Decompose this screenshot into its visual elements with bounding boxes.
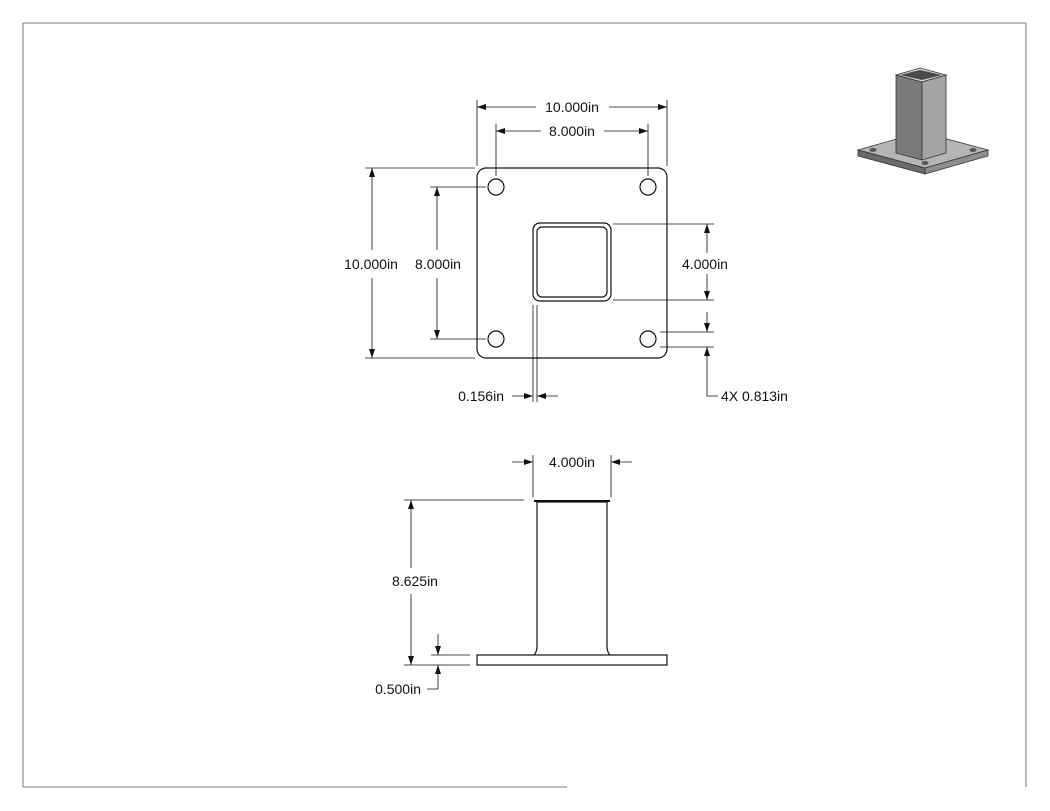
top-hole-spacing-height-label: 8.000in bbox=[415, 256, 461, 272]
side-tube-width-label: 4.000in bbox=[549, 454, 595, 470]
side-view-dimensions bbox=[404, 455, 632, 690]
side-view bbox=[476, 500, 668, 666]
top-overall-width-label: 10.000in bbox=[545, 99, 599, 115]
hole-callout-label: 4X 0.813in bbox=[721, 388, 788, 404]
top-overall-height-label: 10.000in bbox=[344, 256, 398, 272]
isometric-view bbox=[856, 67, 990, 175]
top-tube-width-label: 4.000in bbox=[682, 256, 728, 272]
wall-thickness-label: 0.156in bbox=[458, 388, 504, 404]
side-overall-height-label: 8.625in bbox=[392, 573, 438, 589]
top-view bbox=[476, 167, 668, 359]
plate-thickness-label: 0.500in bbox=[375, 681, 421, 697]
sheet-frame bbox=[22, 22, 1027, 788]
top-view-dimensions bbox=[365, 100, 718, 402]
top-hole-spacing-width-label: 8.000in bbox=[549, 123, 595, 139]
